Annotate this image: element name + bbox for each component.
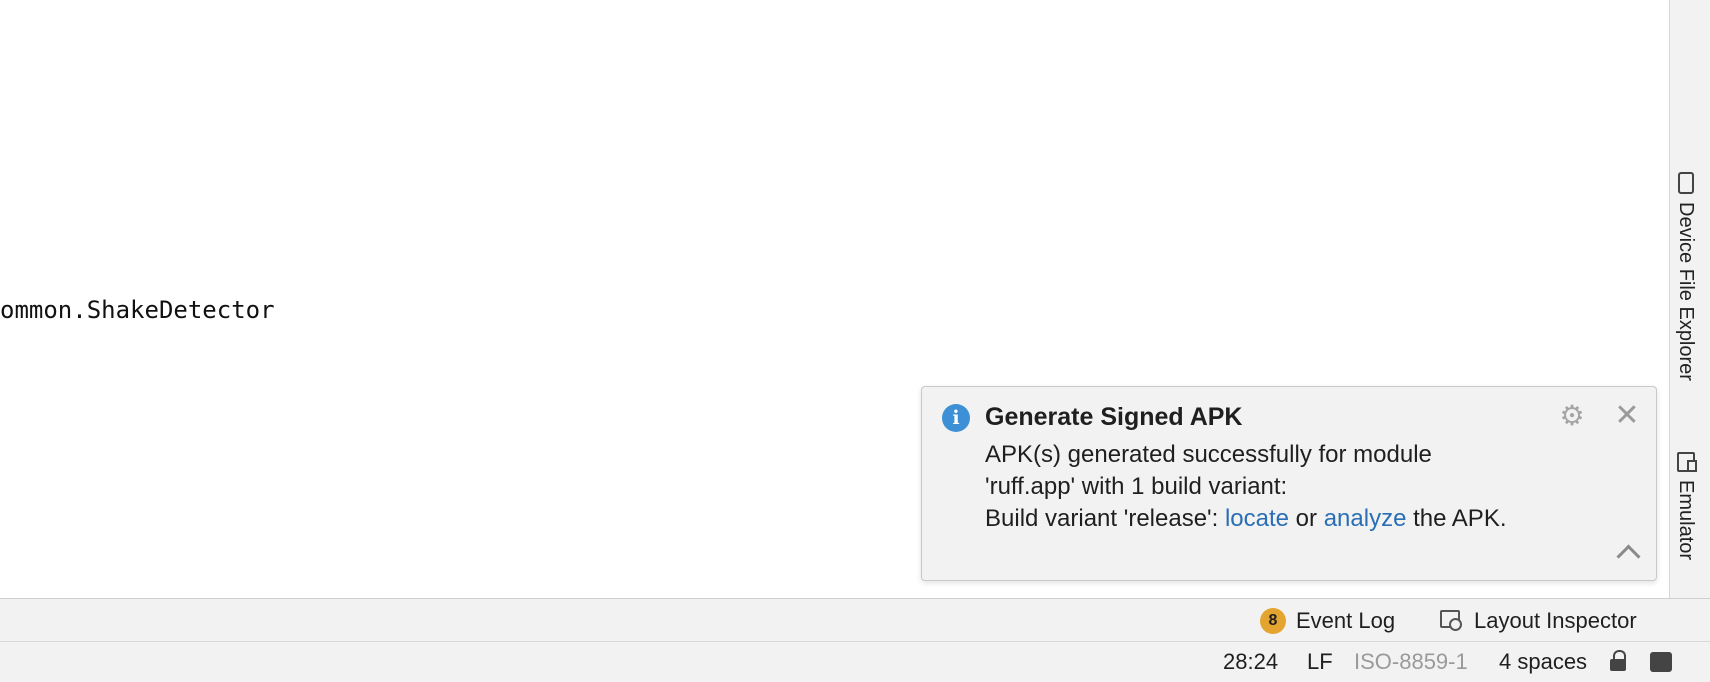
notification-text: Build variant 'release': (985, 505, 1225, 532)
code-editor[interactable]: ommon.ShakeDetector (0, 0, 1669, 598)
notification-line: 'ruff.app' with 1 build variant: (985, 473, 1288, 500)
event-log-label: Event Log (1296, 608, 1396, 633)
info-icon: i (942, 404, 970, 432)
emulator-label: Emulator (1675, 480, 1697, 561)
analyze-link[interactable]: analyze (1323, 505, 1407, 532)
notification-text: or (1289, 505, 1324, 532)
emulator-icon (1676, 452, 1697, 472)
notification-body: APK(s) generated successfully for module… (985, 439, 1507, 535)
event-log-button[interactable]: 8 Event Log (1260, 599, 1395, 643)
notification-title: Generate Signed APK (985, 403, 1243, 431)
tool-window-bar: 8 Event Log Layout Inspector (0, 598, 1710, 642)
notification-line: Build variant 'release': locate or analy… (985, 503, 1507, 535)
memory-indicator-icon[interactable] (1650, 652, 1672, 672)
layout-inspector-label: Layout Inspector (1474, 608, 1637, 633)
emulator-tab[interactable]: Emulator (1674, 452, 1697, 560)
code-line: ommon.ShakeDetector (0, 296, 275, 324)
phone-icon (1677, 172, 1694, 194)
notification-text: the APK. (1406, 505, 1507, 532)
notification-balloon: i Generate Signed APK ⚙ ✕ APK(s) generat… (921, 386, 1657, 581)
indent-setting[interactable]: 4 spaces (1499, 649, 1588, 674)
status-bar: 28:24 LF ISO-8859-1 4 spaces (0, 642, 1710, 682)
gear-icon[interactable]: ⚙ (1559, 400, 1585, 431)
chevron-up-icon[interactable] (1610, 537, 1644, 567)
notification-line: APK(s) generated successfully for module (985, 441, 1432, 468)
caret-position[interactable]: 28:24 (1223, 649, 1279, 674)
device-file-explorer-label: Device File Explorer (1675, 202, 1697, 381)
file-encoding[interactable]: ISO-8859-1 (1354, 649, 1468, 674)
device-file-explorer-tab[interactable]: Device File Explorer (1674, 172, 1697, 381)
layout-inspector-icon (1440, 610, 1464, 632)
lock-icon[interactable] (1610, 650, 1628, 672)
right-tool-strip: Device File Explorer Emulator (1669, 0, 1710, 598)
layout-inspector-button[interactable]: Layout Inspector (1440, 599, 1637, 643)
locate-link[interactable]: locate (1224, 505, 1289, 532)
close-icon[interactable]: ✕ (1614, 399, 1640, 432)
event-count-badge: 8 (1260, 608, 1286, 634)
line-separator[interactable]: LF (1307, 649, 1333, 674)
